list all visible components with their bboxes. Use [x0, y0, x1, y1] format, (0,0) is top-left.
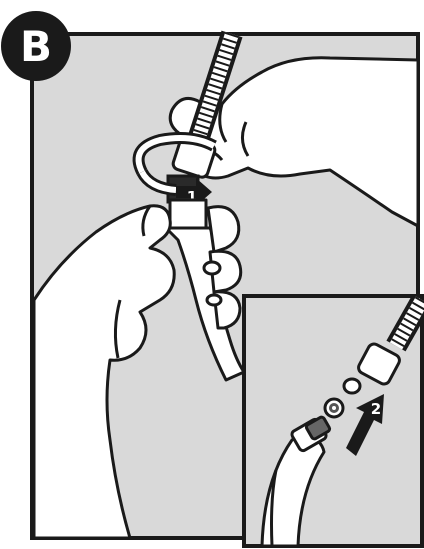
step-two-arrow-icon: [346, 394, 384, 456]
inset-hose-end: [260, 415, 332, 548]
filter-screen: [323, 397, 345, 419]
inset-connector: [357, 342, 401, 386]
step-badge-label: B: [20, 22, 52, 71]
lower-hand: [32, 204, 176, 540]
washer-ring: [342, 377, 362, 395]
upper-hose: [187, 30, 243, 144]
step-two-label: 2: [371, 400, 381, 418]
inset-hose: [386, 294, 424, 352]
rotate-arrow-icon: [132, 132, 217, 196]
right-fingers: [202, 205, 243, 330]
step-one-label: 1: [187, 188, 197, 206]
step-badge: B: [1, 11, 71, 81]
